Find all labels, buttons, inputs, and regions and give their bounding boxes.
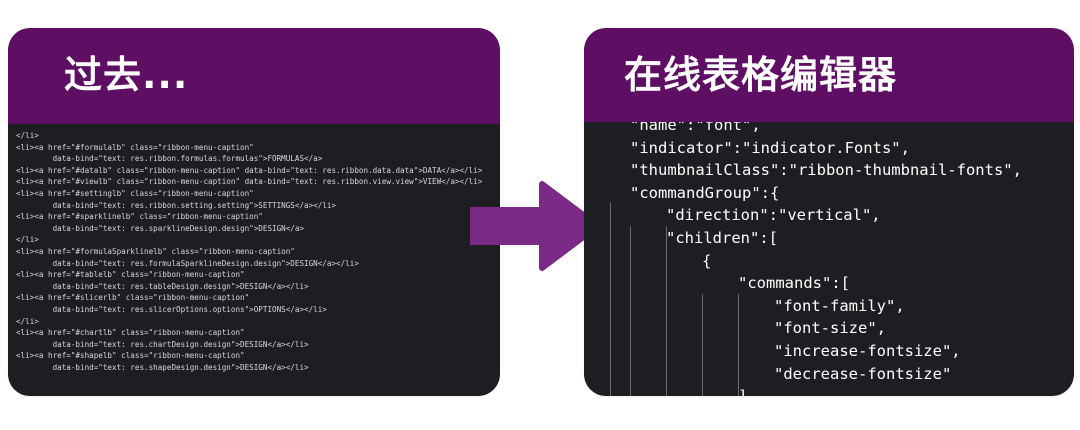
old-code-block: </li> <li><a href="#formulalb" class="rib… <box>8 124 500 396</box>
new-code-line: "decrease-fontsize" <box>774 364 952 383</box>
past-title: 过去... <box>64 53 189 97</box>
indent-guide <box>630 226 631 396</box>
new-code-line: "font-family", <box>774 296 905 315</box>
old-code-line: data-bind="text: res.sparklineDesign.des… <box>16 223 305 233</box>
indent-guide <box>610 202 611 396</box>
new-code-line: "font-size", <box>774 319 886 338</box>
new-code-line: "thumbnailClass":"ribbon-thumbnail-fonts… <box>630 161 1022 180</box>
old-code-line: <li><a href="#formulalb" class="ribbon-m… <box>16 142 254 152</box>
new-code-line: "direction":"vertical", <box>666 206 881 225</box>
old-code-line: </li> <box>16 131 39 140</box>
old-code-lines: </li> <li><a href="#formulalb" class="rib… <box>8 124 500 373</box>
old-code-line: data-bind="text: res.shapeDesign.design"… <box>16 362 309 372</box>
old-code-line: <li><a href="#formulaSparklinelb" class=… <box>16 246 295 256</box>
new-code-line: "indicator":"indicator.Fonts", <box>630 138 910 157</box>
old-code-line: data-bind="text: res.chartDesign.design"… <box>16 339 309 349</box>
old-code-line: <li><a href="#chartlb" class="ribbon-men… <box>16 328 245 338</box>
online-editor-title: 在线表格编辑器 <box>624 53 898 97</box>
new-code-line: "children":[ <box>666 228 778 247</box>
past-panel: 过去... </li> <li><a href="#formulalb" clas… <box>8 28 500 396</box>
old-code-line: data-bind="text: res.ribbon.setting.sett… <box>16 200 337 210</box>
online-editor-panel: 在线表格编辑器 "name":"font", "indicator":"indic… <box>584 28 1074 396</box>
new-code-line: "commands":[ <box>738 274 850 293</box>
indent-guide <box>702 294 703 396</box>
old-code-line: <li><a href="#sparklinelb" class="ribbon… <box>16 212 263 222</box>
old-code-line: data-bind="text: res.tableDesign.design"… <box>16 281 309 291</box>
old-code-line: <li><a href="#settinglb" class="ribbon-m… <box>16 188 254 198</box>
old-code-line: <li><a href="#shapelb" class="ribbon-men… <box>16 351 245 361</box>
old-code-line: data-bind="text: res.ribbon.formulas.for… <box>16 154 323 164</box>
new-code-block: "name":"font", "indicator":"indicator.Fon… <box>584 122 1074 396</box>
new-code-line: "increase-fontsize", <box>774 341 961 360</box>
new-code-line: { <box>702 251 712 270</box>
old-code-line: <li><a href="#tablelb" class="ribbon-men… <box>16 270 245 280</box>
new-code-line: "commandGroup":{ <box>630 183 780 202</box>
old-code-line: data-bind="text: res.formulaSparklineDes… <box>16 258 359 268</box>
new-code-line: ] <box>584 385 1074 396</box>
old-code-line: </li> <box>16 316 39 326</box>
new-code-lines: "name":"font", "indicator":"indicator.Fon… <box>584 122 1074 396</box>
new-code-line: "name":"font", <box>630 122 761 134</box>
indent-guide <box>738 294 739 396</box>
old-code-line: data-bind="text: res.slicerOptions.optio… <box>16 304 327 314</box>
old-code-line: <li><a href="#datalb" class="ribbon-menu… <box>16 165 483 175</box>
old-code-line: <li><a href="#slicerlb" class="ribbon-me… <box>16 293 250 303</box>
old-code-line: </li> <box>16 235 39 245</box>
old-code-line: <li><a href="#viewlb" class="ribbon-menu… <box>16 177 483 187</box>
indent-guide <box>666 226 667 396</box>
right-arrow-icon <box>470 181 601 271</box>
